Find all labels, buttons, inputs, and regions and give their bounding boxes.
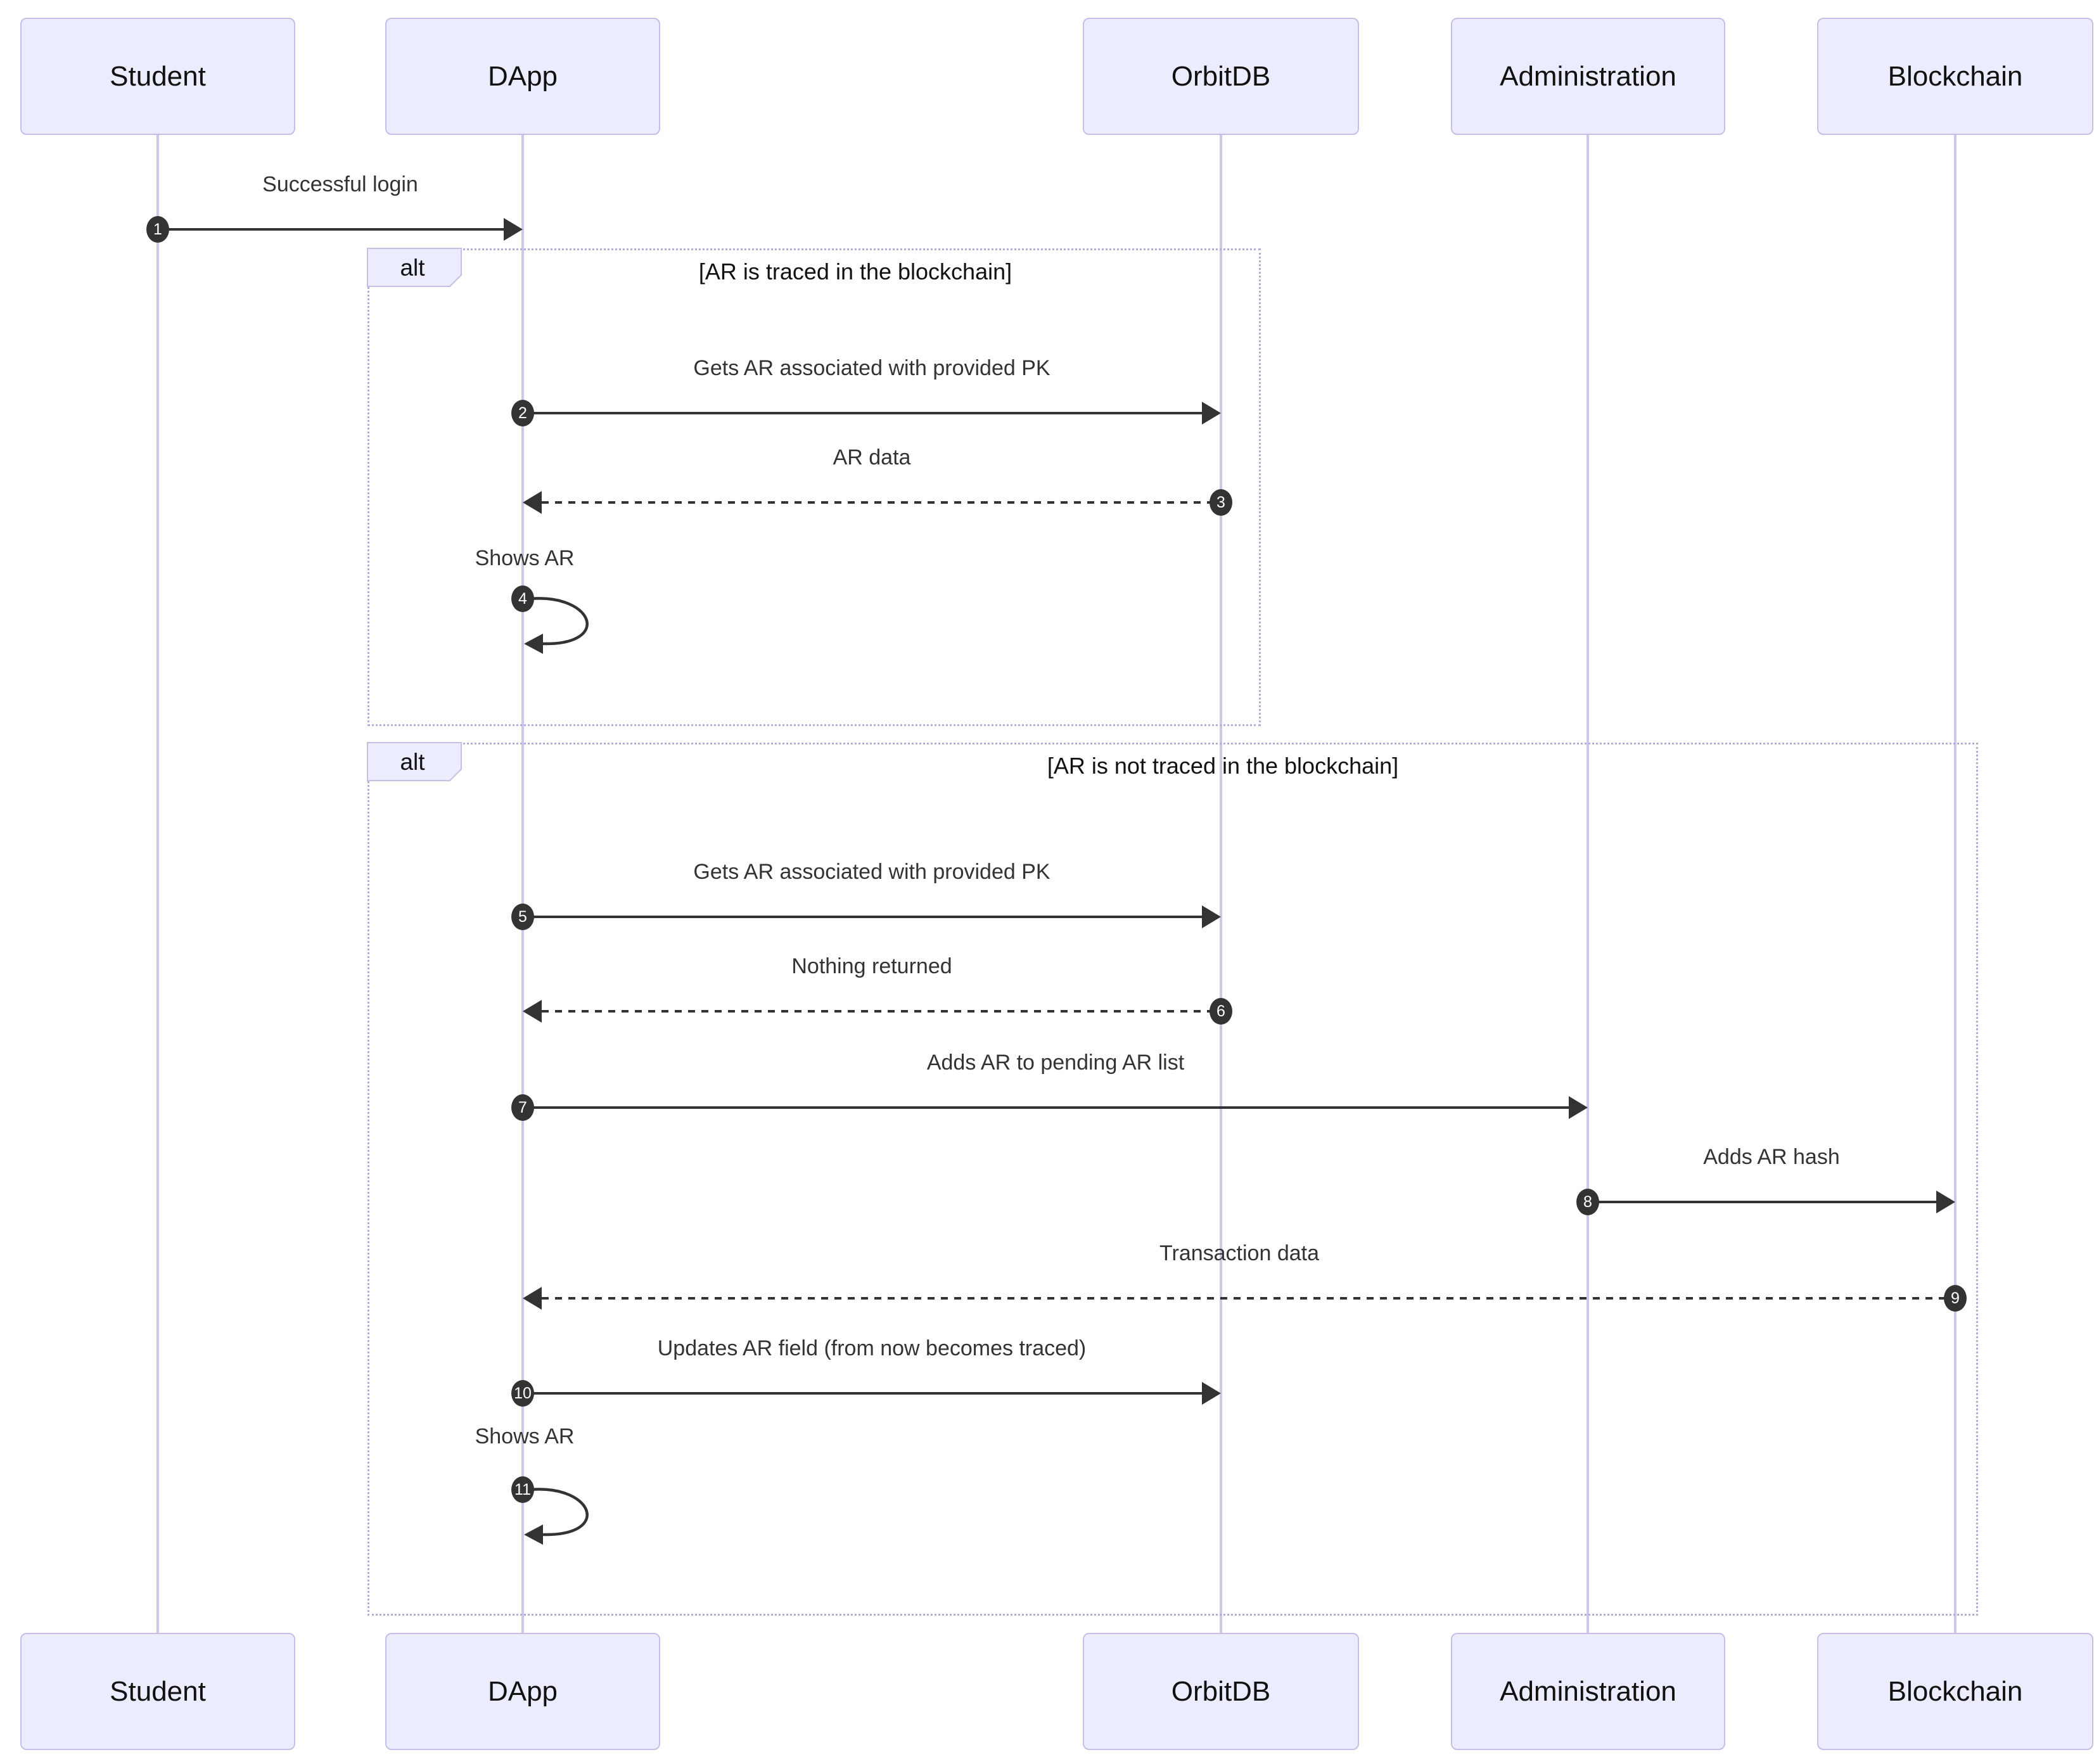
actor-label: OrbitDB (1171, 1675, 1271, 1707)
message-label: Transaction data (1159, 1241, 1319, 1265)
sequence-number: 11 (511, 1476, 534, 1503)
sequence-number: 1 (146, 216, 169, 243)
lifeline-student (156, 135, 159, 1633)
actor-label: Blockchain (1887, 1675, 2023, 1707)
sequence-number: 3 (1210, 489, 1232, 516)
arrowhead-left (523, 1287, 542, 1310)
alt-fragment-2 (367, 743, 1978, 1616)
alt-fragment-1 (367, 248, 1261, 726)
sequence-number: 4 (511, 585, 534, 612)
message-line (523, 916, 1202, 918)
sequence-number: 8 (1576, 1189, 1599, 1215)
actor-top-student: Student (20, 18, 295, 135)
actor-top-orbitdb: OrbitDB (1083, 18, 1359, 135)
alt-operator-label: alt (400, 255, 425, 281)
arrowhead-right (1202, 905, 1221, 928)
actor-label: Administration (1500, 1675, 1676, 1707)
message-label: Successful login (262, 172, 418, 196)
message-label: Updates AR field (from now becomes trace… (657, 1336, 1087, 1360)
alt-operator-label: alt (400, 749, 425, 775)
message-line (542, 501, 1221, 504)
sequence-number: 6 (1210, 998, 1232, 1025)
actor-label: DApp (487, 60, 558, 92)
arrowhead-right (504, 218, 523, 241)
actor-top-dapp: DApp (385, 18, 660, 135)
message-label: AR data (833, 445, 911, 470)
actor-top-blockchain: Blockchain (1817, 18, 2093, 135)
message-label: Gets AR associated with provided PK (693, 356, 1050, 380)
actor-bottom-dapp: DApp (385, 1633, 660, 1750)
message-line (158, 228, 504, 231)
message-line (542, 1297, 1955, 1300)
message-label: Gets AR associated with provided PK (693, 860, 1050, 884)
arrowhead-left (523, 1000, 542, 1023)
message-label: Shows AR (475, 546, 575, 570)
lifeline-administration (1586, 135, 1589, 1633)
lifeline-blockchain (1954, 135, 1957, 1633)
alt-fragment-2-tab (367, 742, 462, 781)
message-line (542, 1010, 1221, 1013)
sequence-number: 2 (511, 400, 534, 426)
actor-label: Blockchain (1887, 60, 2023, 92)
self-loop-arrow (524, 1488, 589, 1545)
actor-label: Administration (1500, 60, 1676, 92)
message-label: Nothing returned (791, 954, 952, 978)
actor-bottom-blockchain: Blockchain (1817, 1633, 2093, 1750)
actor-label: Student (110, 1675, 206, 1707)
self-loop-arrow (524, 597, 589, 654)
message-line (523, 1392, 1202, 1395)
actor-bottom-student: Student (20, 1633, 295, 1750)
arrowhead-right (1202, 402, 1221, 425)
actor-label: OrbitDB (1171, 60, 1271, 92)
actor-bottom-orbitdb: OrbitDB (1083, 1633, 1359, 1750)
lifeline-dapp (521, 135, 524, 1633)
message-line (523, 1106, 1569, 1109)
actor-top-administration: Administration (1451, 18, 1725, 135)
alt-condition-1: [AR is traced in the blockchain] (698, 259, 1012, 284)
message-label: Adds AR hash (1703, 1145, 1840, 1169)
message-label: Shows AR (475, 1424, 575, 1448)
actor-label: DApp (487, 1675, 558, 1707)
arrowhead-right (1936, 1191, 1955, 1213)
sequence-number: 5 (511, 904, 534, 930)
sequence-number: 7 (511, 1094, 534, 1121)
actor-label: Student (110, 60, 206, 92)
alt-condition-2: [AR is not traced in the blockchain] (1047, 753, 1399, 779)
actor-bottom-administration: Administration (1451, 1633, 1725, 1750)
message-line (523, 412, 1202, 414)
arrowhead-left (523, 491, 542, 514)
message-label: Adds AR to pending AR list (926, 1051, 1185, 1075)
alt-fragment-1-tab (367, 248, 462, 287)
lifeline-orbitdb (1220, 135, 1222, 1633)
message-line (1588, 1201, 1936, 1203)
sequence-number: 9 (1944, 1285, 1967, 1312)
sequence-number: 10 (511, 1380, 534, 1407)
arrowhead-right (1202, 1382, 1221, 1405)
arrowhead-right (1569, 1096, 1588, 1119)
